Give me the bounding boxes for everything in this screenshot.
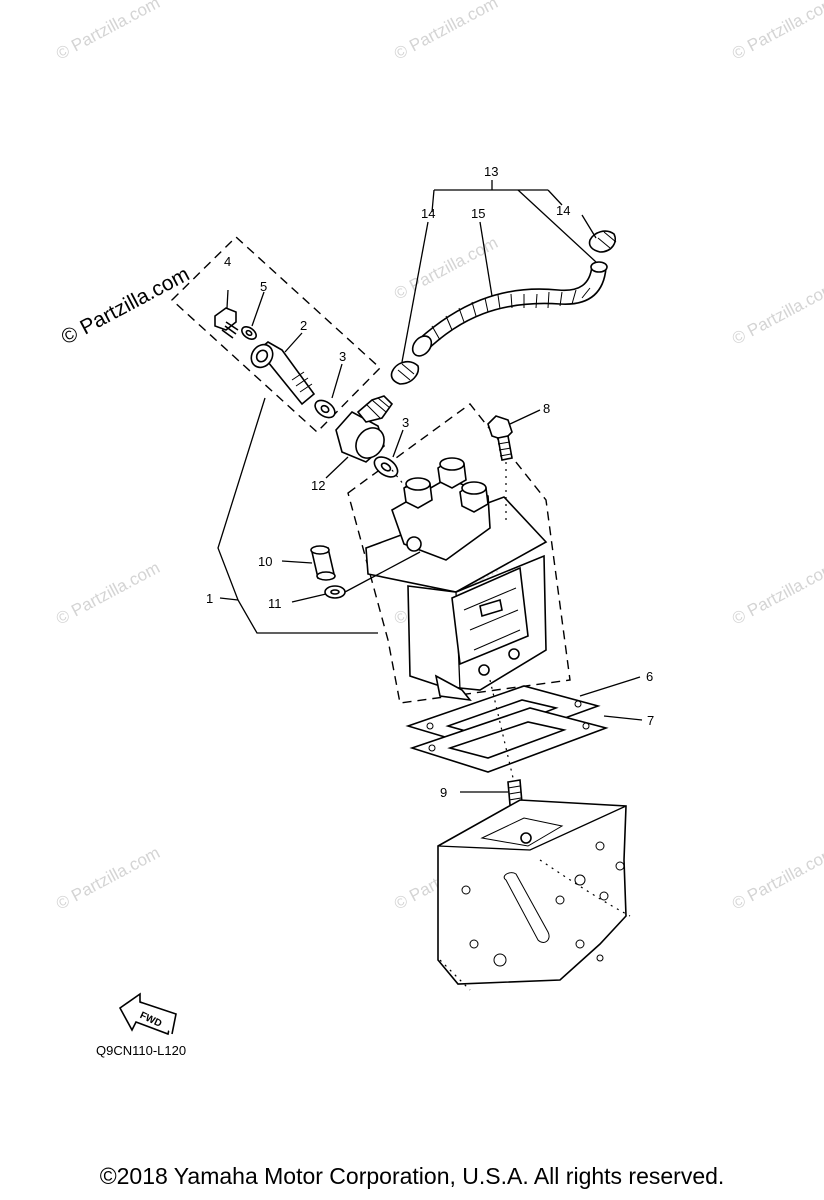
callout-15: 15 (471, 206, 485, 221)
leader-14a (401, 221, 429, 363)
leader-14b (581, 214, 597, 239)
callout-7: 7 (647, 713, 654, 728)
callout-10: 10 (258, 554, 272, 569)
watermark-9: © Partzilla.com (53, 843, 163, 914)
part-5-washer (241, 291, 265, 340)
watermark-2: © Partzilla.com (391, 0, 501, 64)
callout-4: 4 (224, 254, 231, 269)
watermark-1: © Partzilla.com (53, 0, 163, 64)
part-15-fuel-hose (411, 261, 608, 357)
callout-2: 2 (300, 318, 307, 333)
group-box-pump (347, 403, 571, 704)
leader-15 (479, 221, 493, 297)
watermark-6: © Partzilla.com (53, 558, 163, 629)
callout-13: 13 (484, 164, 498, 179)
part-10-collar (281, 545, 336, 581)
watermark-3: © Partzilla.com (729, 0, 824, 64)
watermark-4: © Partzilla.com (391, 233, 501, 304)
copyright-notice: ©2018 Yamaha Motor Corporation, U.S.A. A… (99, 1163, 725, 1189)
leader-13 (431, 189, 563, 213)
callout-12: 12 (311, 478, 325, 493)
callout-9: 9 (440, 785, 447, 800)
callout-5: 5 (260, 279, 267, 294)
callout-1: 1 (206, 591, 213, 606)
leader-1-tick (219, 597, 239, 601)
callout-6: 6 (646, 669, 653, 684)
part-14-hose-clamp-upper (588, 230, 617, 253)
part-7-gasket (409, 707, 643, 773)
diagram-code: Q9CN110-L120 (96, 1043, 187, 1058)
callout-14-right: 14 (556, 203, 570, 218)
part-8-bolt (487, 409, 541, 461)
leader-13-b (517, 189, 597, 263)
part-14-hose-clamp-lower (390, 360, 420, 385)
part-12-fitting (325, 395, 394, 479)
callout-8: 8 (543, 401, 550, 416)
part-2-banjo-bolt (250, 332, 316, 406)
watermark-8: © Partzilla.com (729, 558, 824, 629)
cylinder-head (437, 799, 631, 991)
callout-14-left: 14 (421, 206, 435, 221)
fwd-arrow-icon: FWD (118, 992, 177, 1036)
part-11-washer (291, 551, 421, 603)
centerline-fitting (391, 469, 409, 491)
injection-pump (365, 457, 548, 702)
watermark-5: © Partzilla.com (729, 278, 824, 349)
part-4-bolt (214, 289, 239, 339)
part-3-washer-upper (314, 363, 343, 419)
part-3-washer-lower (373, 429, 404, 478)
callout-3-upper: 3 (339, 349, 346, 364)
watermark-large: © Partzilla.com (58, 263, 194, 350)
watermark-11: © Partzilla.com (729, 843, 824, 914)
callout-11: 11 (268, 596, 282, 611)
callout-3-lower: 3 (402, 415, 409, 430)
group-box-bolt (170, 236, 382, 433)
